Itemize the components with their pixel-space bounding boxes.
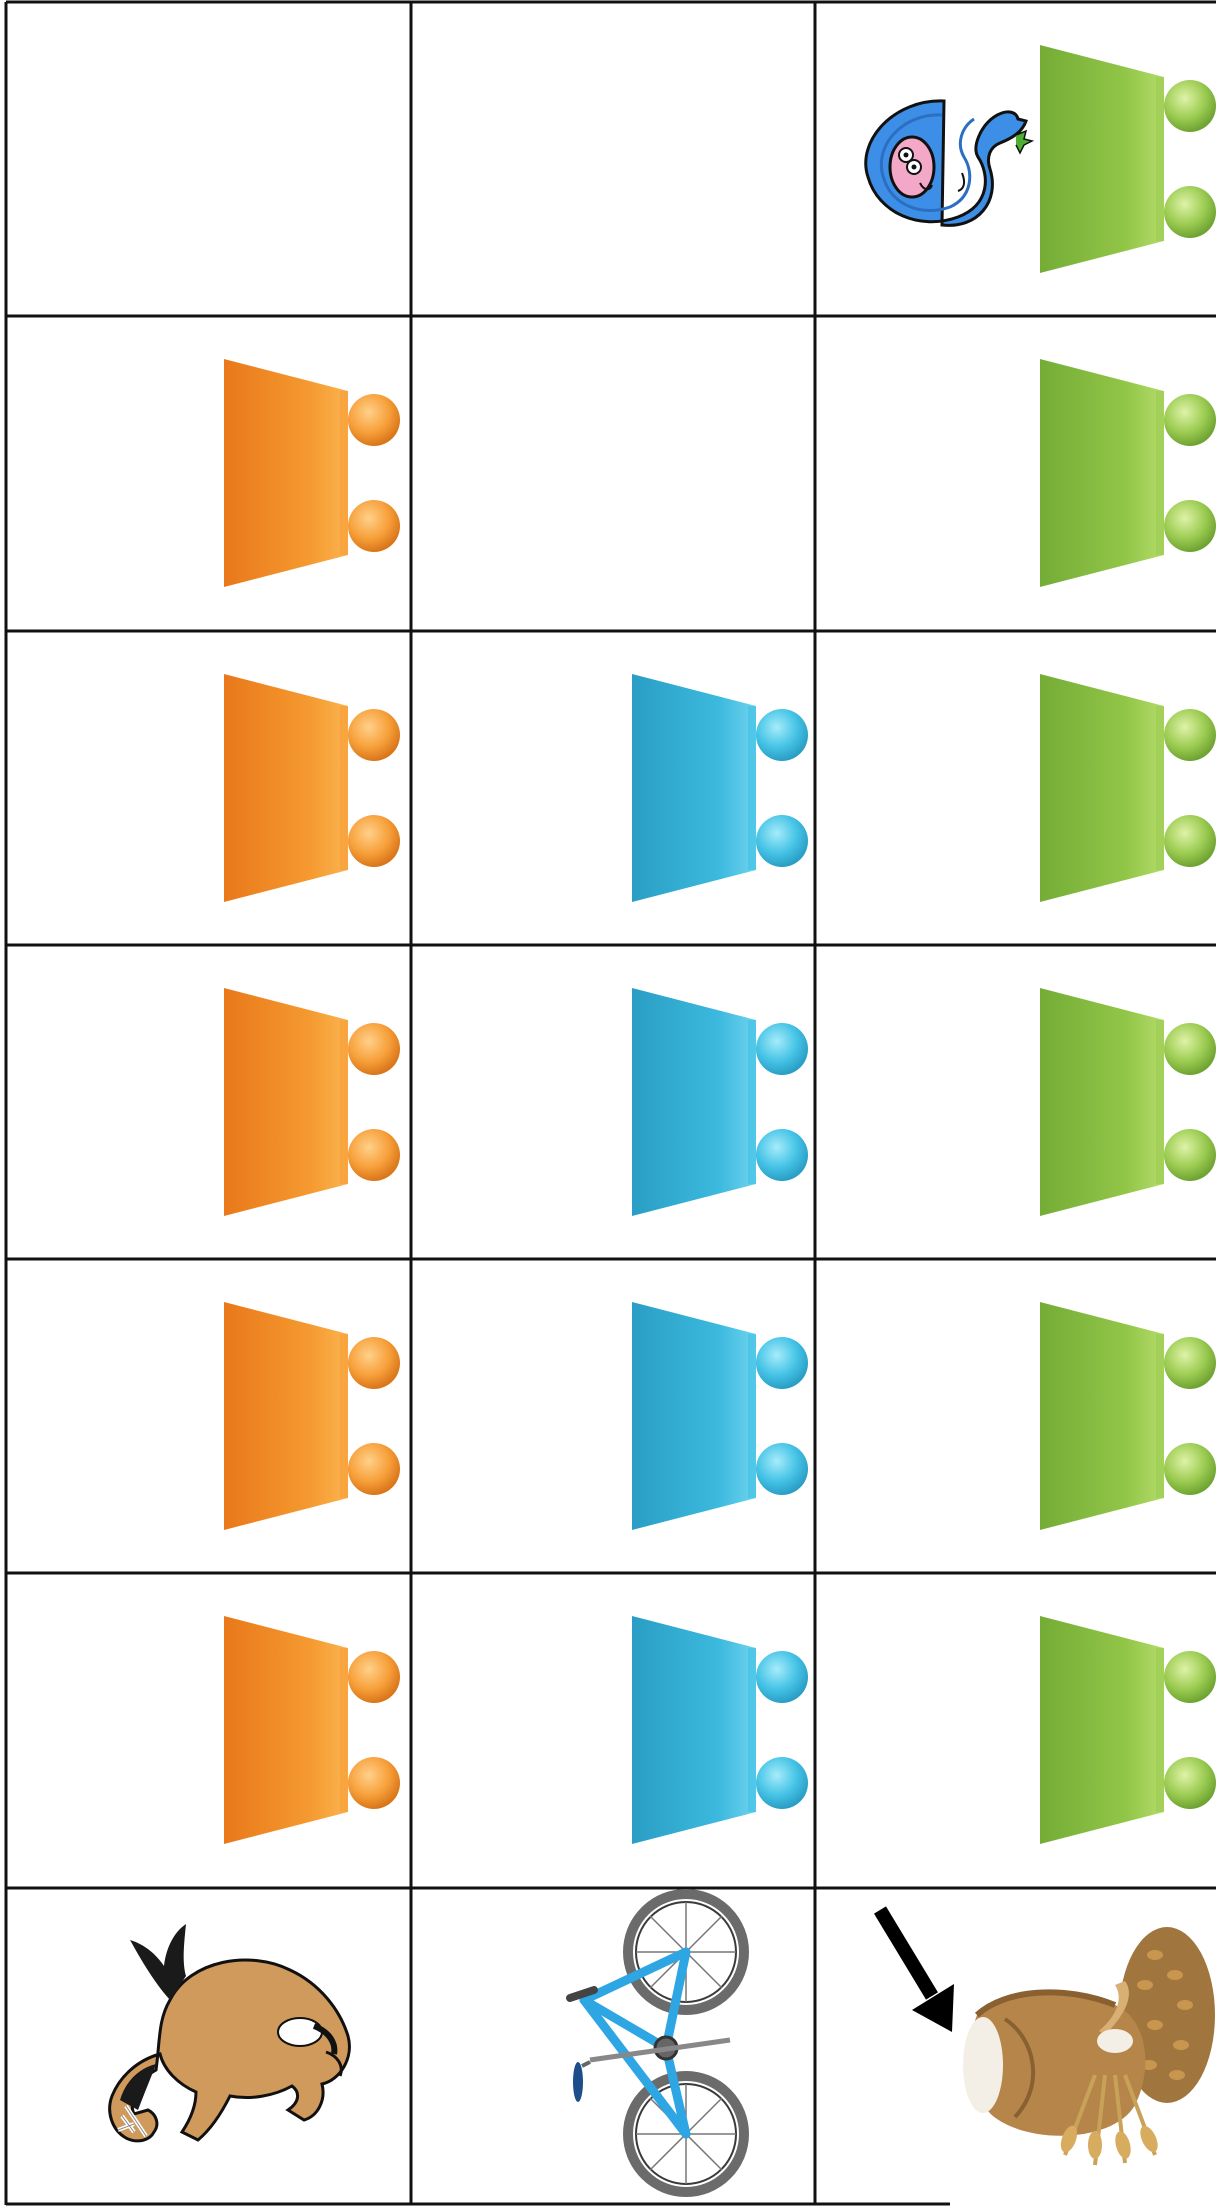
- wagon-wheel: [348, 394, 400, 446]
- wagon-body: [224, 674, 348, 902]
- wagon-wheel: [1164, 815, 1216, 867]
- wagon-body: [632, 1616, 756, 1844]
- green-wagon: [1040, 359, 1216, 587]
- wagon-wheel: [1164, 1337, 1216, 1389]
- orange-wagon: [224, 1302, 400, 1530]
- wagon-edge: [1156, 77, 1164, 241]
- wagon-wheel: [1164, 1757, 1216, 1809]
- wagon-body: [632, 674, 756, 902]
- flour-sack-icon: [963, 1927, 1215, 2165]
- wagon-wheel: [348, 1443, 400, 1495]
- wagon-wheel: [1164, 1129, 1216, 1181]
- wagon-body: [1040, 988, 1164, 1216]
- wagon-edge: [340, 391, 348, 555]
- green-wagon: [1040, 45, 1216, 273]
- wagon-wheel: [756, 1129, 808, 1181]
- wagon-body: [1040, 674, 1164, 902]
- wagon-edge: [340, 1648, 348, 1812]
- wagon-wheel: [756, 1023, 808, 1075]
- wagon-wheel: [1164, 1651, 1216, 1703]
- wagon-edge: [1156, 1334, 1164, 1498]
- wagon-wheel: [756, 1757, 808, 1809]
- wagon-edge: [1156, 1020, 1164, 1184]
- wagon-wheel: [348, 1337, 400, 1389]
- orange-wagon: [224, 674, 400, 902]
- wagon-wheel: [348, 1023, 400, 1075]
- wagon-edge: [1156, 391, 1164, 555]
- wagon-wheel: [348, 815, 400, 867]
- wagon-wheel: [348, 500, 400, 552]
- wagon-body: [1040, 359, 1164, 587]
- wagon-wheel: [756, 1651, 808, 1703]
- wagon-edge: [340, 1020, 348, 1184]
- wagon-wheel: [1164, 709, 1216, 761]
- wagon-wheel: [348, 709, 400, 761]
- wagon-body: [224, 1302, 348, 1530]
- wagon-body: [1040, 1616, 1164, 1844]
- green-wagon: [1040, 988, 1216, 1216]
- wagon-wheel: [348, 1129, 400, 1181]
- orange-wagon: [224, 359, 400, 587]
- bicycle-icon: [570, 1894, 744, 2192]
- arrow-icon: [880, 1910, 954, 2032]
- orange-wagon: [224, 988, 400, 1216]
- orange-wagon: [224, 1616, 400, 1844]
- wagon-edge: [748, 1020, 756, 1184]
- blue-wagon: [632, 988, 808, 1216]
- wagon-wheel: [756, 815, 808, 867]
- grid-lines: [6, 2, 1216, 2205]
- wagon-body: [224, 359, 348, 587]
- blue-worm-icon: [866, 101, 1032, 225]
- green-wagon: [1040, 674, 1216, 902]
- wagon-wheel: [1164, 80, 1216, 132]
- blue-wagon: [632, 1616, 808, 1844]
- wagon-body: [1040, 45, 1164, 273]
- wagon-wheel: [1164, 1023, 1216, 1075]
- wagon-body: [632, 988, 756, 1216]
- blue-wagon: [632, 1302, 808, 1530]
- horse-icon: [110, 1924, 350, 2141]
- wagon-body: [224, 1616, 348, 1844]
- blue-wagon: [632, 674, 808, 902]
- wagon-edge: [748, 706, 756, 870]
- wagon-edge: [340, 1334, 348, 1498]
- wagon-wheel: [756, 1443, 808, 1495]
- wagon-edge: [748, 1648, 756, 1812]
- green-wagon: [1040, 1616, 1216, 1844]
- wagon-edge: [1156, 1648, 1164, 1812]
- wagon-wheel: [1164, 394, 1216, 446]
- wagon-wheel: [756, 709, 808, 761]
- wagon-wheel: [348, 1651, 400, 1703]
- wagon-wheel: [1164, 500, 1216, 552]
- wagon-body: [632, 1302, 756, 1530]
- wagon-edge: [1156, 706, 1164, 870]
- wagon-wheel: [756, 1337, 808, 1389]
- green-wagon: [1040, 1302, 1216, 1530]
- wagon-wheel: [1164, 186, 1216, 238]
- wagon-edge: [340, 706, 348, 870]
- wagon-wheel: [348, 1757, 400, 1809]
- wagon-wheel: [1164, 1443, 1216, 1495]
- wagon-edge: [748, 1334, 756, 1498]
- wagon-body: [1040, 1302, 1164, 1530]
- wagon-body: [224, 988, 348, 1216]
